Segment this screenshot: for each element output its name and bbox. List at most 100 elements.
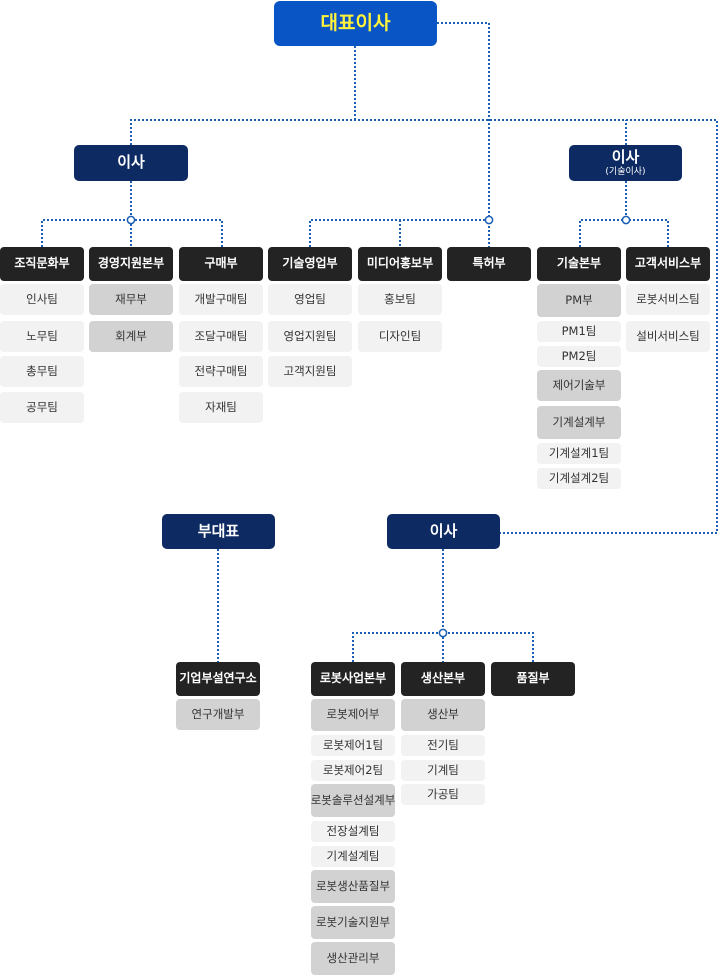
exec-bottom-label: 이사 [429,521,458,540]
team-label: 영업지원팀 [283,328,337,343]
team-item: 총무팀 [0,356,84,387]
team-item: 공무팀 [0,392,84,423]
team-label: 노무팀 [26,328,58,343]
exec-right-box: 이사 (기술이사) [569,145,682,181]
team-item: 고객지원팀 [268,356,352,387]
junction-node [484,215,494,225]
team-label: 기계설계팀 [326,848,380,863]
junction-node [126,215,136,225]
unit-item: 재무부 [89,284,173,315]
dept-org-culture: 조직문화부 [0,247,84,281]
dept-title: 조직문화부 [14,256,70,271]
team-item: 노무팀 [0,321,84,352]
exec-right-label: 이사 [611,147,640,166]
team-item: 가공팀 [401,784,485,805]
team-item: 영업지원팀 [268,321,352,352]
team-label: 기계설계1팀 [548,445,610,460]
team-label: 홍보팀 [384,291,416,306]
dept-title: 로봇사업본부 [319,671,387,686]
team-label: PM1팀 [561,323,597,338]
team-label: 전기팀 [427,737,459,752]
unit-item: 생산관리부 [311,942,395,975]
unit-item: 연구개발부 [176,699,260,730]
team-label: 자재팀 [205,399,237,414]
team-label: PM2팀 [561,348,597,363]
unit-item: PM부 [537,284,621,317]
team-label: 디자인팀 [378,328,422,343]
team-label: 인사팀 [26,291,58,306]
team-label: 총무팀 [26,363,58,378]
exec-right-sublabel: (기술이사) [605,166,646,177]
team-item: 개발구매팀 [179,284,263,315]
dept-title: 기업부설연구소 [179,671,257,686]
team-label: 로봇제어1팀 [322,737,384,752]
team-label: 개발구매팀 [194,291,248,306]
exec-bottom-box: 이사 [387,514,500,549]
dept-title: 특허부 [472,256,506,271]
team-item: PM2팀 [537,346,621,367]
team-item: 기계팀 [401,760,485,781]
unit-item: 로봇생산품질부 [311,870,395,903]
unit-item: 로봇제어부 [311,699,395,731]
team-label: 로봇서비스팀 [636,291,700,306]
team-item: PM1팀 [537,321,621,342]
unit-item: 기계설계부 [537,406,621,439]
unit-label: 연구개발부 [191,706,245,721]
team-item: 홍보팀 [358,284,442,315]
dept-title: 기술본부 [556,256,602,271]
exec-left-box: 이사 [74,145,188,181]
dept-media-pr: 미디어홍보부 [358,247,442,281]
unit-label: 생산관리부 [326,950,380,965]
dept-tech-hq: 기술본부 [537,247,621,281]
team-item: 자재팀 [179,392,263,423]
team-item: 설비서비스팀 [626,321,710,352]
dept-robot-biz: 로봇사업본부 [311,662,395,696]
team-label: 기계설계2팀 [548,470,610,485]
dept-title: 고객서비스부 [634,256,702,271]
unit-label: 생산부 [427,707,459,722]
team-item: 로봇제어1팀 [311,735,395,756]
unit-item: 제어기술부 [537,370,621,401]
dept-title: 품질부 [516,671,550,686]
team-item: 조달구매팀 [179,321,263,352]
junction-node [621,215,631,225]
dept-customer-service: 고객서비스부 [626,247,710,281]
team-label: 전략구매팀 [194,363,248,378]
dept-title: 구매부 [204,256,238,271]
team-label: 가공팀 [427,786,459,801]
team-item: 전기팀 [401,735,485,756]
vice-president-box: 부대표 [162,514,275,549]
dept-title: 생산본부 [420,671,466,686]
team-item: 디자인팀 [358,321,442,352]
team-label: 전장설계팀 [326,823,380,838]
unit-label: PM부 [565,292,593,307]
team-item: 영업팀 [268,284,352,315]
team-item: 기계설계2팀 [537,468,621,489]
dept-production: 생산본부 [401,662,485,696]
unit-label: 로봇생산품질부 [315,878,391,893]
team-item: 기계설계팀 [311,846,395,867]
unit-label: 로봇솔루션설계부 [310,792,396,807]
unit-item: 로봇솔루션설계부 [311,784,395,817]
team-label: 영업팀 [294,291,326,306]
unit-item: 생산부 [401,699,485,731]
unit-item: 회계부 [89,321,173,352]
team-item: 로봇서비스팀 [626,284,710,315]
junction-node [438,628,448,638]
ceo-label: 대표이사 [320,11,391,34]
team-item: 전략구매팀 [179,356,263,387]
dept-purchasing: 구매부 [179,247,263,281]
dept-title: 경영지원본부 [97,256,165,271]
dept-title: 기술영업부 [282,256,338,271]
dept-quality: 품질부 [491,662,575,696]
team-label: 조달구매팀 [194,328,248,343]
unit-item: 로봇기술지원부 [311,906,395,939]
unit-label: 로봇제어부 [326,707,380,722]
unit-label: 재무부 [115,291,147,306]
team-item: 기계설계1팀 [537,443,621,464]
dept-patent: 특허부 [447,247,531,281]
dept-mgmt-support: 경영지원본부 [89,247,173,281]
team-item: 로봇제어2팀 [311,760,395,781]
exec-left-label: 이사 [117,153,145,172]
